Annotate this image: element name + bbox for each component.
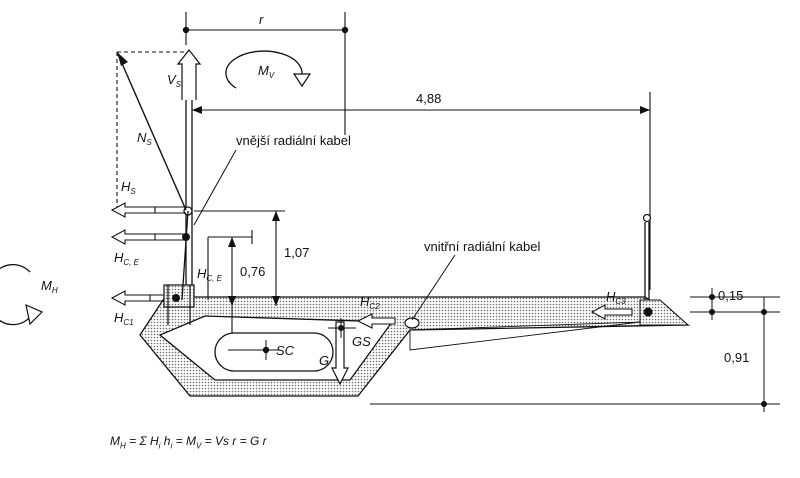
external-cable-leader (193, 149, 237, 226)
label-mh: MH (41, 278, 58, 295)
label-external-cable: vnější radiální kabel (236, 133, 351, 148)
hc1-force-arrow (110, 290, 164, 306)
label-r: r (259, 12, 264, 27)
label-internal-cable: vnitřní radiální kabel (424, 239, 540, 254)
dimension-091: 0,91 (724, 350, 749, 365)
label-vs: VS (167, 72, 182, 89)
label-ns: NS (137, 130, 152, 147)
hs-force-arrow (110, 202, 186, 218)
gravity-center-point (338, 325, 344, 331)
label-gs: GS (352, 334, 371, 349)
hc2-force-arrow (356, 313, 396, 329)
label-hc1: HC1 (114, 310, 134, 327)
internal-radial-cable (404, 317, 420, 329)
internal-cable-leader (411, 254, 456, 321)
mv-arrowhead (292, 73, 312, 88)
mv-moment-arc (225, 50, 303, 89)
vs-up-arrow (176, 49, 202, 100)
ns-force-arrow (116, 51, 187, 211)
mh-moment-arc (0, 263, 33, 326)
dimension-span: 4,88 (416, 91, 441, 106)
anchor-point-c3 (643, 307, 653, 317)
label-g: G (319, 353, 329, 368)
hc3-force-arrow (590, 304, 633, 320)
ns-arrowhead (117, 52, 128, 66)
shear-center-point (262, 346, 270, 354)
dimension-015: 0,15 (718, 288, 743, 303)
label-mv: MV (258, 63, 275, 80)
label-hc3: HC3 (606, 289, 626, 306)
external-radial-cable (181, 210, 189, 301)
moment-equation: MH = Σ Hi hi = MV = Vs r = G r (110, 434, 267, 451)
mh-arrowhead (25, 303, 44, 326)
label-hce-left: HC, E (114, 250, 140, 267)
label-hc2: HC2 (360, 294, 380, 311)
gravity-down-arrow (331, 321, 349, 386)
label-hce-inner: HC, E (197, 266, 223, 283)
inner-void-sc (214, 332, 334, 372)
label-hs: HS (121, 179, 136, 196)
anchor-point-c1 (172, 294, 180, 302)
dimension-h1: 1,07 (284, 245, 309, 260)
deck-cantilever-edge (639, 299, 690, 326)
label-sc: SC (276, 343, 295, 358)
hce-force-arrow-left (110, 229, 184, 245)
dimension-h2: 0,76 (240, 264, 265, 279)
haunch-strut (409, 321, 641, 351)
